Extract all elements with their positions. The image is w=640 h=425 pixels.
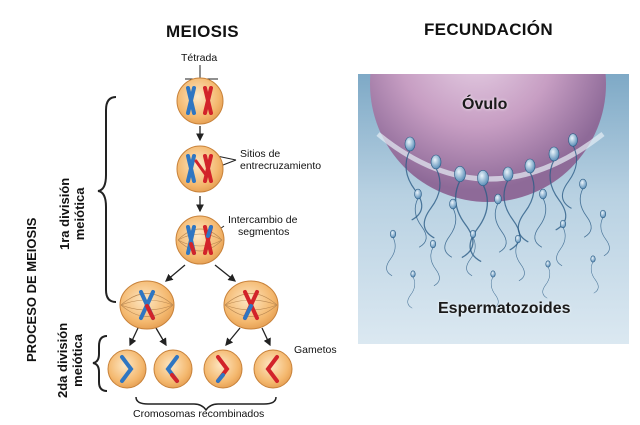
- gamete-2: [153, 349, 193, 389]
- sperm-cell: [444, 198, 457, 258]
- label-primera-division: 1ra división meiótica: [57, 177, 87, 250]
- sperm-cell: [514, 234, 525, 282]
- bracket-recombined: [135, 396, 277, 412]
- label-segunda-division: 2da división meiótica: [55, 322, 85, 398]
- sperm-cell: [579, 178, 592, 238]
- cell-daughter-left: [119, 280, 175, 330]
- sperm-cell: [407, 270, 416, 309]
- sperm-cell: [404, 136, 423, 221]
- sperm-cell: [517, 158, 536, 243]
- label-tetrada: Tétrada: [181, 52, 218, 64]
- sperm-cell: [599, 209, 610, 257]
- sperm-cell: [469, 170, 489, 263]
- label-ovulo: Óvulo: [462, 96, 508, 113]
- sperm-cell: [429, 239, 440, 287]
- cell-daughter-right: [223, 280, 279, 330]
- sperm-group: [386, 133, 610, 309]
- sperm-cell: [423, 154, 442, 239]
- sperm-cell: [494, 193, 507, 253]
- sperm-cell: [542, 260, 551, 299]
- sperm-cell: [561, 133, 578, 209]
- gamete-1: [107, 349, 147, 389]
- meiosis-diagram: [92, 65, 293, 412]
- label-cromosomas: Cromosomas recombinados: [133, 408, 265, 420]
- bracket-second-division: [92, 335, 108, 392]
- fertilization-scene: [358, 74, 629, 344]
- sperm-cell: [556, 219, 567, 267]
- label-sitios: Sitios de entrecruzamiento: [240, 148, 322, 172]
- cell-tetrad: [176, 77, 224, 125]
- sperm-cell: [534, 188, 547, 248]
- fertilization-illustration: Óvulo Espermatozoides: [358, 74, 629, 344]
- meiosis-title: MEIOSIS: [166, 22, 239, 41]
- bracket-first-division: [97, 96, 117, 303]
- process-arrows: [129, 126, 271, 347]
- gamete-3: [203, 349, 243, 389]
- sperm-cell: [590, 255, 599, 294]
- cell-crossing-over: [176, 145, 224, 193]
- cell-exchange: [175, 215, 225, 265]
- label-gametos: Gametos: [294, 344, 337, 356]
- sperm-cell: [386, 229, 397, 277]
- sperm-cell: [490, 270, 499, 309]
- label-espermatozoides: Espermatozoides: [438, 300, 571, 317]
- label-proceso-meiosis: PROCESO DE MEIOSIS: [24, 217, 39, 362]
- label-intercambio: Intercambio de segmentos: [228, 214, 298, 238]
- fecundacion-title: FECUNDACIÓN: [424, 20, 553, 39]
- sperm-cell: [466, 229, 477, 277]
- sperm-cell: [414, 188, 427, 248]
- sperm-cell: [548, 146, 567, 231]
- gamete-4: [253, 349, 293, 389]
